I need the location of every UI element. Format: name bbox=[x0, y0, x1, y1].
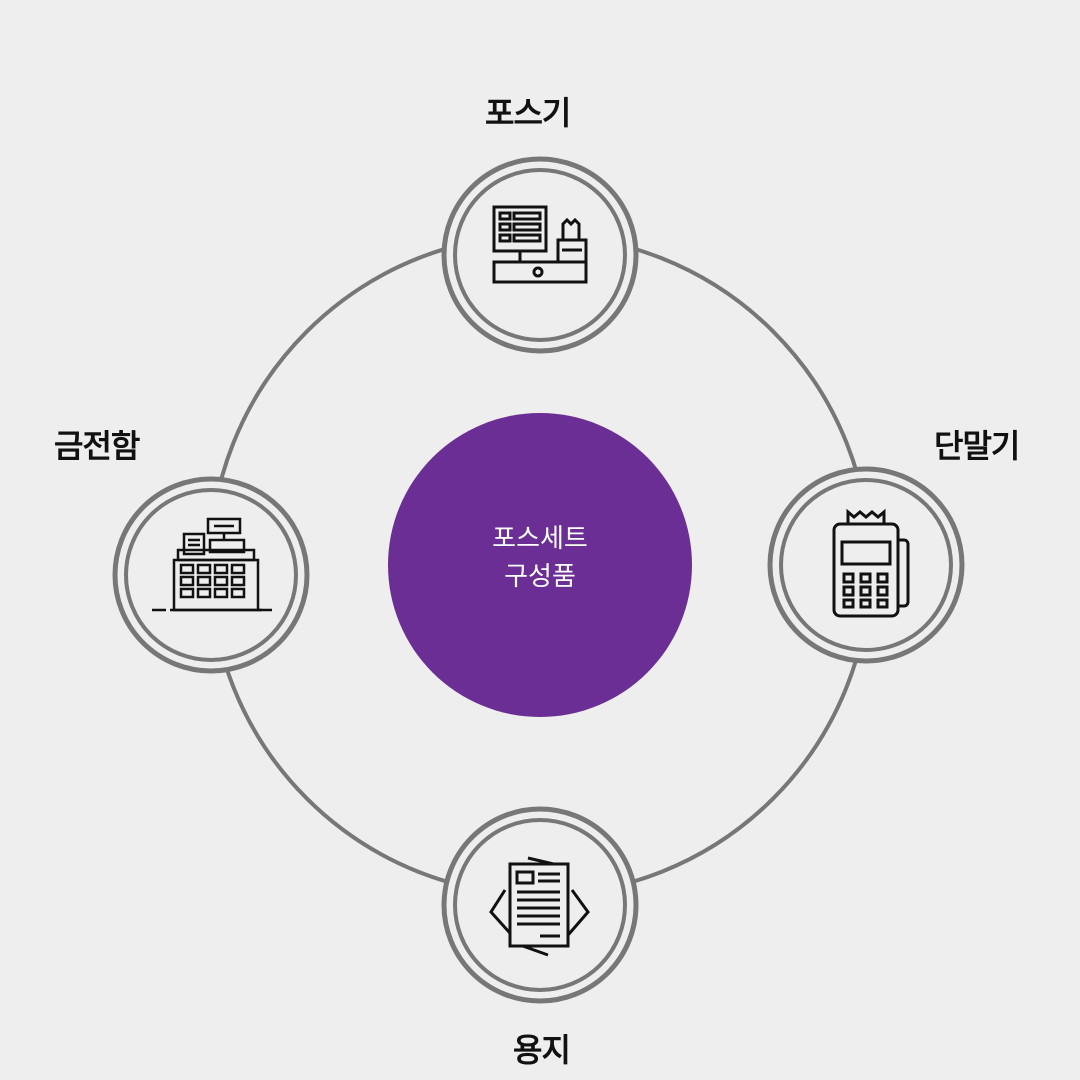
node-bottom bbox=[441, 806, 639, 1004]
node-top bbox=[441, 156, 639, 354]
receipt-paper-icon bbox=[489, 856, 590, 957]
label-right: 단말기 bbox=[934, 427, 1020, 465]
center-circle bbox=[388, 413, 692, 717]
center-title-line2: 구성품 bbox=[504, 562, 576, 592]
node-left bbox=[112, 476, 310, 674]
node-right bbox=[767, 466, 965, 664]
label-top: 포스기 bbox=[485, 94, 571, 132]
center-title-line1: 포스세트 bbox=[492, 524, 588, 554]
center-title: 포스세트 구성품 bbox=[388, 520, 692, 596]
pos-terminal-icon bbox=[492, 205, 588, 284]
label-bottom: 용지 bbox=[513, 1031, 571, 1069]
cash-register-icon bbox=[152, 517, 272, 612]
label-left: 금전함 bbox=[54, 427, 140, 465]
card-terminal-icon bbox=[832, 508, 910, 618]
